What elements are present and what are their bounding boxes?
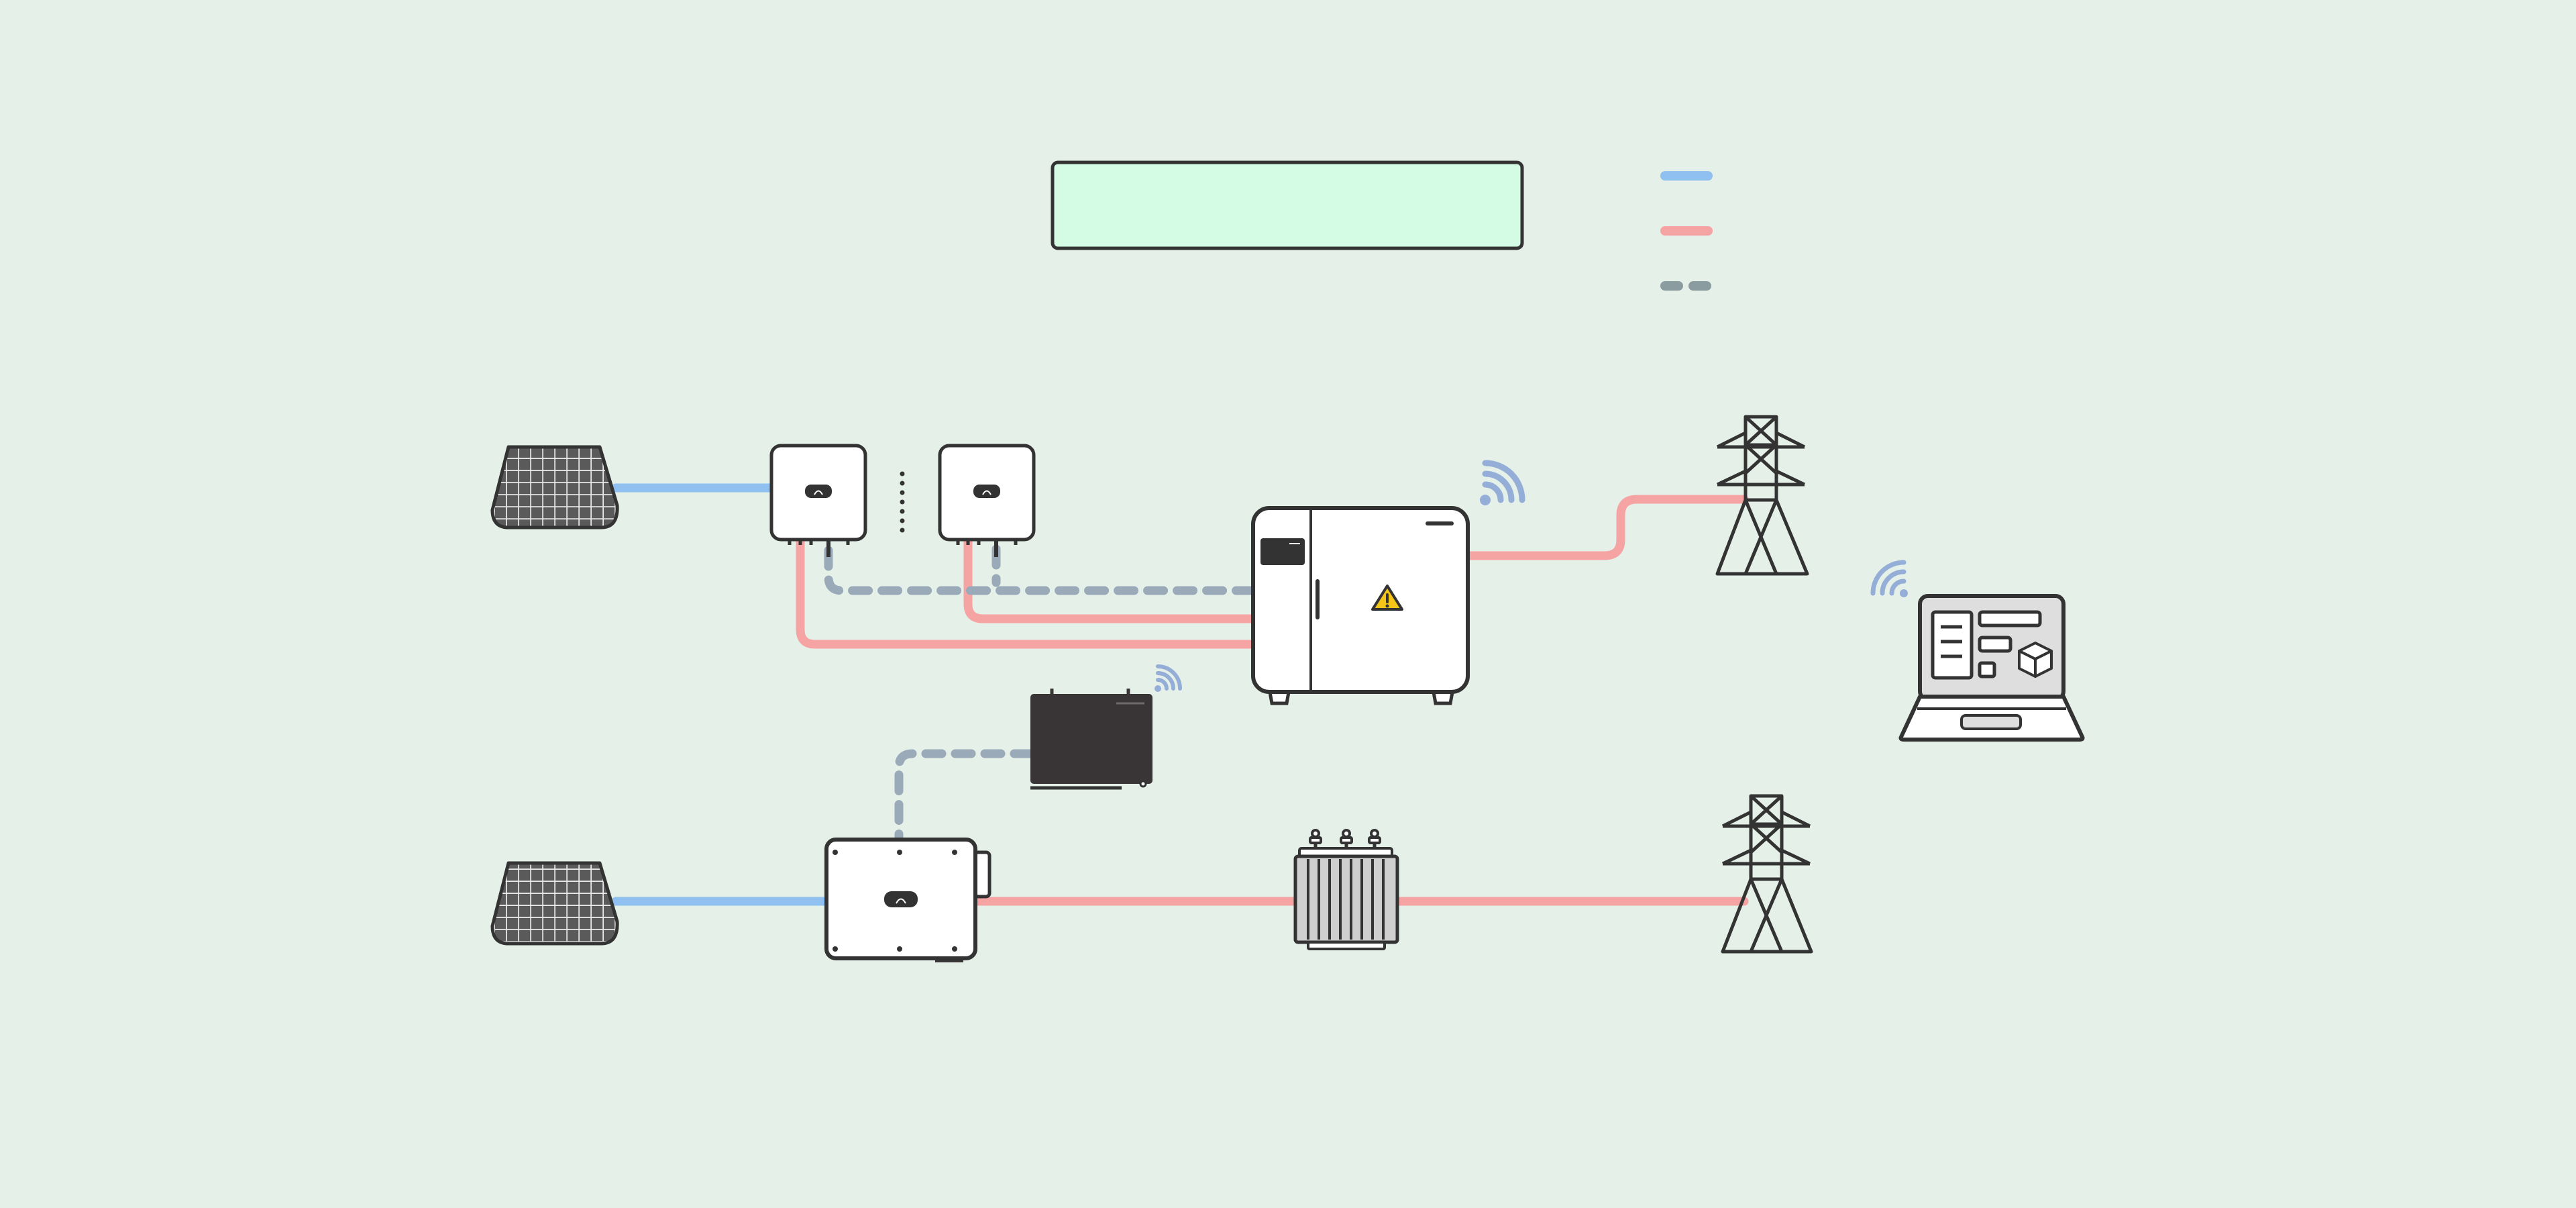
transmission-tower-icon	[1721, 794, 1813, 954]
grid-tower-bottom	[1721, 794, 1813, 954]
inverter-screw	[897, 946, 902, 952]
wifi-icon	[1155, 664, 1182, 692]
more-inverters-ellipsis	[900, 471, 905, 533]
ac-line-inverter2-to-smartbox	[963, 536, 1258, 623]
string-inverter-1	[769, 444, 867, 557]
solar-panel-icon	[490, 861, 619, 946]
inverter-logo	[814, 490, 823, 495]
transformer-bushings	[1309, 829, 1381, 848]
logger-screw	[1139, 780, 1147, 788]
grid-tower-top	[1715, 415, 1809, 576]
cube-icon	[2018, 642, 2053, 678]
inverter-logo	[896, 898, 906, 904]
inverter-screw	[833, 946, 838, 952]
string-inverter-2	[938, 444, 1036, 557]
ac-line-smartbox-to-grid	[1464, 495, 1749, 560]
dashboard-panel	[1931, 610, 1974, 680]
dongle-icon	[1030, 694, 1152, 784]
ac-line-inverter1-to-smartbox	[796, 536, 1258, 649]
dashboard-box	[1978, 661, 1996, 678]
comm-line-logger-to-inverter	[894, 749, 1035, 846]
transformer-fins	[1307, 859, 1385, 940]
inverter-screw	[897, 850, 902, 855]
transformer	[1293, 829, 1399, 950]
transmission-tower-icon	[1715, 415, 1809, 576]
data-logger	[1030, 664, 1182, 790]
wifi-icon	[1480, 460, 1525, 505]
smart-cabinet-icon	[1251, 506, 1470, 694]
dashboard-bar	[1978, 610, 2042, 627]
inverter-screw	[952, 850, 957, 855]
title-box	[1051, 160, 1524, 250]
solar-panel-icon	[490, 445, 619, 530]
inverter-logo	[982, 490, 991, 495]
transformer-base	[1307, 941, 1386, 950]
smart-box	[1251, 506, 1470, 705]
wifi-icon	[1870, 560, 1908, 597]
inverter-screw	[952, 946, 957, 952]
wifi-dot	[1480, 495, 1491, 505]
central-inverter	[824, 838, 991, 962]
pv-array-bottom	[490, 861, 619, 946]
cabinet-display	[1260, 538, 1305, 565]
monitoring-laptop	[1870, 560, 2085, 742]
pv-array-top	[490, 445, 619, 530]
connections	[611, 483, 1749, 906]
dashboard-box	[1978, 636, 2012, 653]
title-box-frame	[1051, 160, 1524, 250]
comm-line-top	[824, 546, 1258, 595]
laptop-touchpad	[1960, 714, 2022, 730]
inverter-screw	[833, 850, 838, 855]
legend	[1660, 171, 1713, 291]
warning-dot	[1385, 604, 1389, 608]
